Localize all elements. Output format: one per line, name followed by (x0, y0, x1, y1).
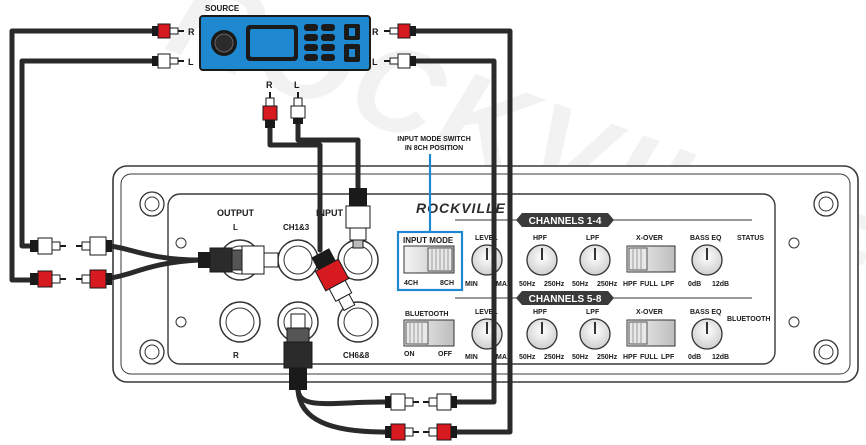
hpf-title-1: HPF (533, 235, 548, 242)
level-title-1: LEVEL (475, 235, 498, 242)
level-min-2: MIN (465, 354, 478, 361)
hpf-b-1: 250Hz (544, 281, 565, 288)
bass-eq-title-2: BASS EQ (690, 309, 722, 316)
level-min-1: MIN (465, 281, 478, 288)
rca-plug-source-right-l (384, 53, 416, 69)
level-max-1: MAX (496, 281, 512, 288)
rca-plug-input-ch4 (311, 248, 356, 312)
xover-c-2: LPF (661, 354, 675, 361)
input-mode-callout: INPUT MODE SWITCH IN 8CH POSITION (397, 136, 471, 232)
cables (9, 28, 513, 435)
amplifier: OUTPUT L R CH1&3 INPUT CH6&8 ROCKVILLE C… (112, 165, 859, 383)
bass-eq-knob-2[interactable]: BASS EQ 0dB 12dB (688, 309, 729, 361)
input-ch68-label: CH6&8 (343, 351, 370, 360)
lpf-a-1: 50Hz (572, 281, 589, 288)
callout-line2: IN 8CH POSITION (405, 145, 463, 152)
channels-5-8-banner: CHANNELS 5-8 (455, 291, 752, 305)
level-title-2: LEVEL (475, 309, 498, 316)
hpf-title-2: HPF (533, 309, 548, 316)
rca-plug-mid-r (262, 92, 278, 128)
mid-r-label: R (266, 80, 273, 90)
output-r-label: R (233, 351, 239, 360)
lpf-a-2: 50Hz (572, 354, 589, 361)
bluetooth-label: BLUETOOTH (727, 316, 770, 323)
bluetooth-switch-title: BLUETOOTH (405, 311, 448, 318)
rca-jack-input-ch4 (337, 301, 379, 343)
xover-switch-1[interactable]: X-OVER HPF FULL LPF (623, 235, 676, 288)
rca-plug-amp-left-white (30, 236, 112, 256)
bass-eq-a-2: 0dB (688, 354, 701, 361)
bass-eq-b-1: 12dB (712, 281, 729, 288)
source-l-label: L (188, 57, 194, 67)
bluetooth-off: OFF (438, 351, 453, 358)
input-mode-4ch: 4CH (404, 280, 418, 287)
mount-hole-icon (139, 191, 839, 365)
level-max-2: MAX (496, 354, 512, 361)
callout-line1: INPUT MODE SWITCH (397, 136, 471, 143)
input-mode-title: INPUT MODE (403, 236, 454, 245)
lpf-knob-1[interactable]: LPF 50Hz 250Hz (572, 235, 618, 288)
output-title: OUTPUT (217, 208, 255, 218)
hpf-knob-1[interactable]: HPF 50Hz 250Hz (519, 235, 565, 288)
lpf-b-1: 250Hz (597, 281, 618, 288)
source-r-label: R (188, 27, 195, 37)
brand-logo: ROCKVILLE (416, 200, 506, 216)
lpf-title-1: LPF (586, 235, 600, 242)
right-l-label: L (372, 57, 378, 67)
bass-eq-title-1: BASS EQ (690, 235, 722, 242)
lpf-title-2: LPF (586, 309, 600, 316)
bass-eq-knob-1[interactable]: BASS EQ 0dB 12dB (688, 235, 729, 288)
rca-plug-output-l (198, 245, 279, 275)
input-title: INPUT (316, 208, 344, 218)
rca-plug-source-left-r (152, 23, 184, 39)
xover-title-1: X-OVER (636, 235, 663, 242)
rca-plug-mid-l (290, 92, 306, 124)
hpf-b-2: 250Hz (544, 354, 565, 361)
rca-jack-output-r (219, 301, 261, 343)
xover-b-1: FULL (640, 281, 659, 288)
hpf-a-1: 50Hz (519, 281, 536, 288)
input-mode-switch[interactable]: INPUT MODE 4CH 8CH (403, 236, 455, 287)
hpf-a-2: 50Hz (519, 354, 536, 361)
input-ch13-label: CH1&3 (283, 223, 310, 232)
rca-plug-amp-left-red (30, 269, 112, 289)
channels-5-8-label: CHANNELS 5-8 (529, 294, 602, 305)
rca-plug-source-left-l (152, 53, 184, 69)
lpf-knob-2[interactable]: LPF 50Hz 250Hz (572, 309, 618, 361)
channels-1-4-banner: CHANNELS 1-4 (455, 213, 752, 227)
xover-title-2: X-OVER (636, 309, 663, 316)
xover-switch-2[interactable]: X-OVER HPF FULL LPF (623, 309, 676, 361)
bluetooth-switch[interactable]: BLUETOOTH ON OFF (403, 311, 455, 358)
rca-plug-input-ch3 (345, 188, 371, 249)
rca-jack-input-ch1 (277, 239, 319, 281)
rca-plug-bottom-red (385, 423, 457, 441)
channels-1-4-label: CHANNELS 1-4 (529, 216, 602, 227)
right-r-label: R (372, 27, 379, 37)
hpf-knob-2[interactable]: HPF 50Hz 250Hz (519, 309, 565, 361)
rca-plug-source-right-r (384, 23, 416, 39)
lpf-b-2: 250Hz (597, 354, 618, 361)
mid-l-label: L (294, 80, 300, 90)
source-title: SOURCE (205, 4, 240, 13)
bass-eq-b-2: 12dB (712, 354, 729, 361)
output-l-label: L (233, 223, 238, 232)
xover-c-1: LPF (661, 281, 675, 288)
input-mode-8ch: 8CH (440, 280, 454, 287)
bluetooth-on: ON (404, 351, 415, 358)
bass-eq-a-1: 0dB (688, 281, 701, 288)
xover-a-1: HPF (623, 281, 638, 288)
xover-b-2: FULL (640, 354, 659, 361)
source-head-unit: SOURCE (199, 4, 371, 71)
rca-plug-bottom-white (385, 393, 457, 411)
status-label: STATUS (737, 235, 764, 242)
xover-a-2: HPF (623, 354, 638, 361)
rca-plug-input-ch2 (283, 313, 313, 390)
